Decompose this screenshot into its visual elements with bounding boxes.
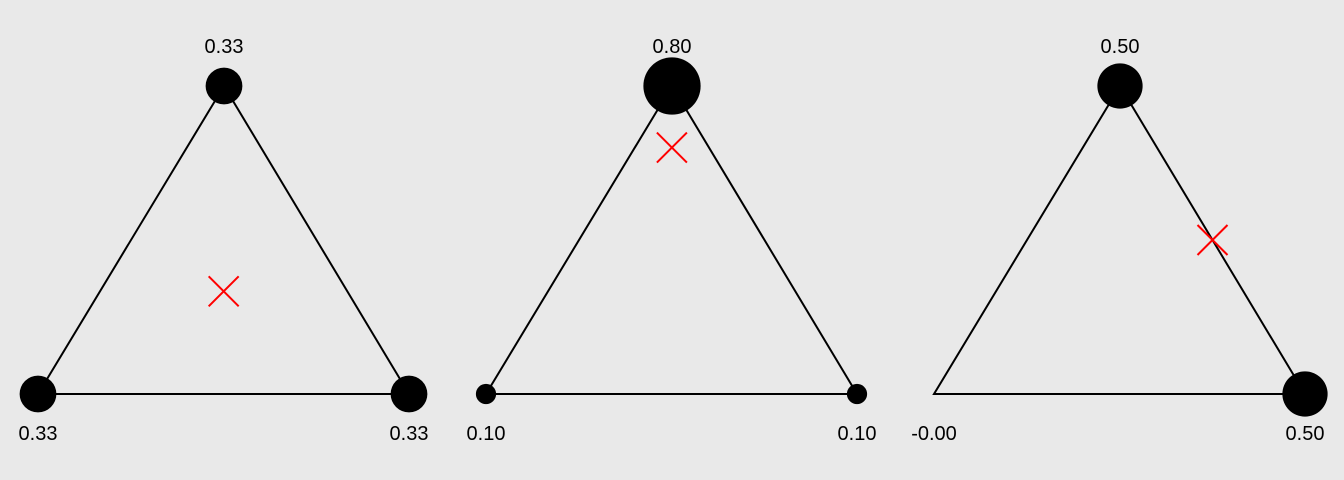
centroid-cross-stroke-b: [656, 131, 688, 164]
triangle-outline: [484, 84, 859, 395]
vertex-left-label: -0.00: [911, 423, 957, 445]
vertex-right-marker: [1282, 371, 1328, 417]
triangle-outline: [36, 84, 411, 395]
centroid-cross-stroke-b: [207, 275, 240, 308]
vertex-right-label: 0.50: [1286, 423, 1325, 445]
vertex-right-marker: [390, 375, 428, 413]
weighted-centroid-cross: [207, 275, 240, 308]
vertex-top-marker: [1097, 63, 1143, 109]
vertex-right-marker: [846, 383, 868, 405]
vertex-left-label: 0.10: [467, 423, 506, 445]
vertex-top-label: 0.33: [205, 36, 244, 58]
weighted-centroid-cross: [656, 131, 688, 164]
vertex-top-label: 0.80: [653, 36, 692, 58]
vertex-left-marker: [19, 375, 57, 413]
vertex-right-label: 0.10: [838, 423, 877, 445]
vertex-top-label: 0.50: [1101, 36, 1140, 58]
triangle-panel-1: 0.33 0.33 0.33: [19, 36, 429, 445]
weighted-centroid-cross: [1196, 224, 1229, 256]
triangle-panel-3: 0.50 -0.00 0.50: [911, 36, 1328, 445]
vertex-top-marker: [643, 57, 701, 115]
vertex-left-label: 0.33: [19, 423, 58, 445]
vertex-left-marker: [475, 383, 497, 405]
vertex-right-label: 0.33: [390, 423, 429, 445]
triangle-outline: [932, 84, 1307, 395]
triangle-panel-2: 0.80 0.10 0.10: [467, 36, 877, 445]
centroid-cross-stroke-b: [1196, 224, 1229, 256]
vertex-top-marker: [205, 67, 243, 105]
